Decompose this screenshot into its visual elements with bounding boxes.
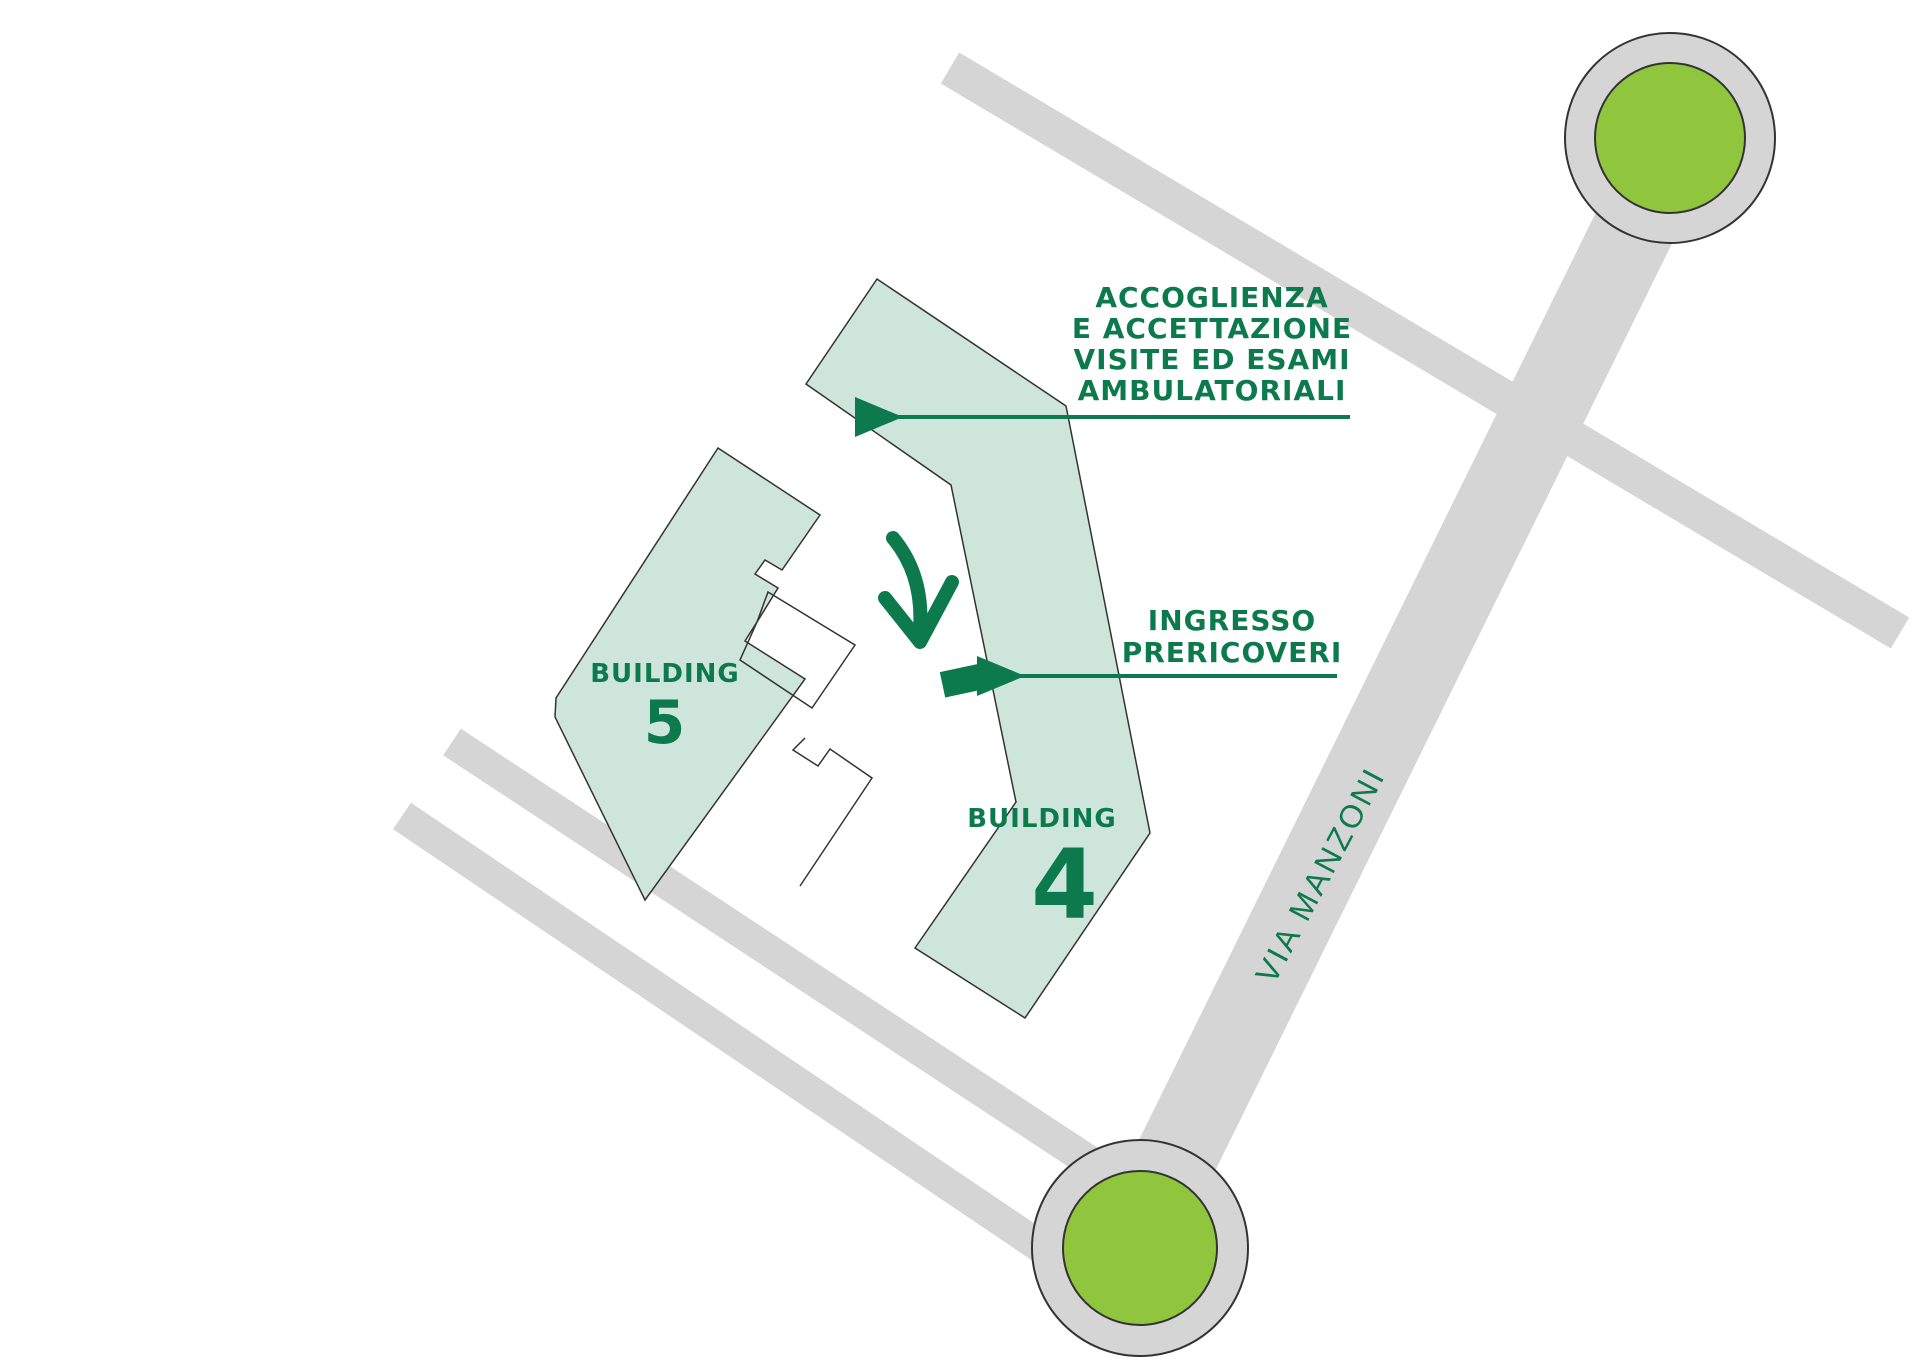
pre-admission-entrance-marker[interactable] (939, 662, 991, 698)
roundabout-north (1564, 32, 1776, 244)
reception-label-line-3: VISITE ED ESAMI (1073, 343, 1350, 376)
reception-label-line-4: AMBULATORIALI (1078, 374, 1347, 407)
building-5-inner-block (739, 590, 857, 710)
pre-admission-label-line-2: PRERICOVERI (1122, 636, 1343, 669)
road-south-1 (443, 728, 1119, 1189)
reception-label-line-2: E ACCETTAZIONE (1072, 312, 1352, 345)
road-south-2 (393, 802, 1069, 1274)
road-via-manzoni (1123, 146, 1702, 1209)
reception-label-line-1: ACCOGLIENZA (1095, 281, 1328, 314)
building-5-number: 5 (644, 688, 687, 758)
building-5-label: BUILDING (590, 659, 740, 689)
roundabout-south-center (1062, 1170, 1218, 1326)
building-4-number: 4 (1031, 829, 1099, 941)
roads (393, 52, 1910, 1274)
building-4-shape (804, 277, 1151, 1020)
building-4[interactable]: BUILDING 4 (804, 277, 1151, 1020)
building-4-label: BUILDING (967, 804, 1117, 834)
roundabout-south (1031, 1139, 1249, 1357)
roundabout-north-center (1594, 62, 1746, 214)
curved-arrow-down-icon (878, 531, 959, 649)
pre-admission-label-line-1: INGRESSO (1148, 604, 1316, 637)
road-north-diagonal (940, 52, 1910, 649)
pre-admission-label: INGRESSO PRERICOVERI (1122, 604, 1343, 669)
building-5-notch (791, 737, 874, 887)
building-5[interactable]: BUILDING 5 (554, 446, 874, 902)
reception-label: ACCOGLIENZA E ACCETTAZIONE VISITE ED ESA… (1072, 281, 1352, 407)
